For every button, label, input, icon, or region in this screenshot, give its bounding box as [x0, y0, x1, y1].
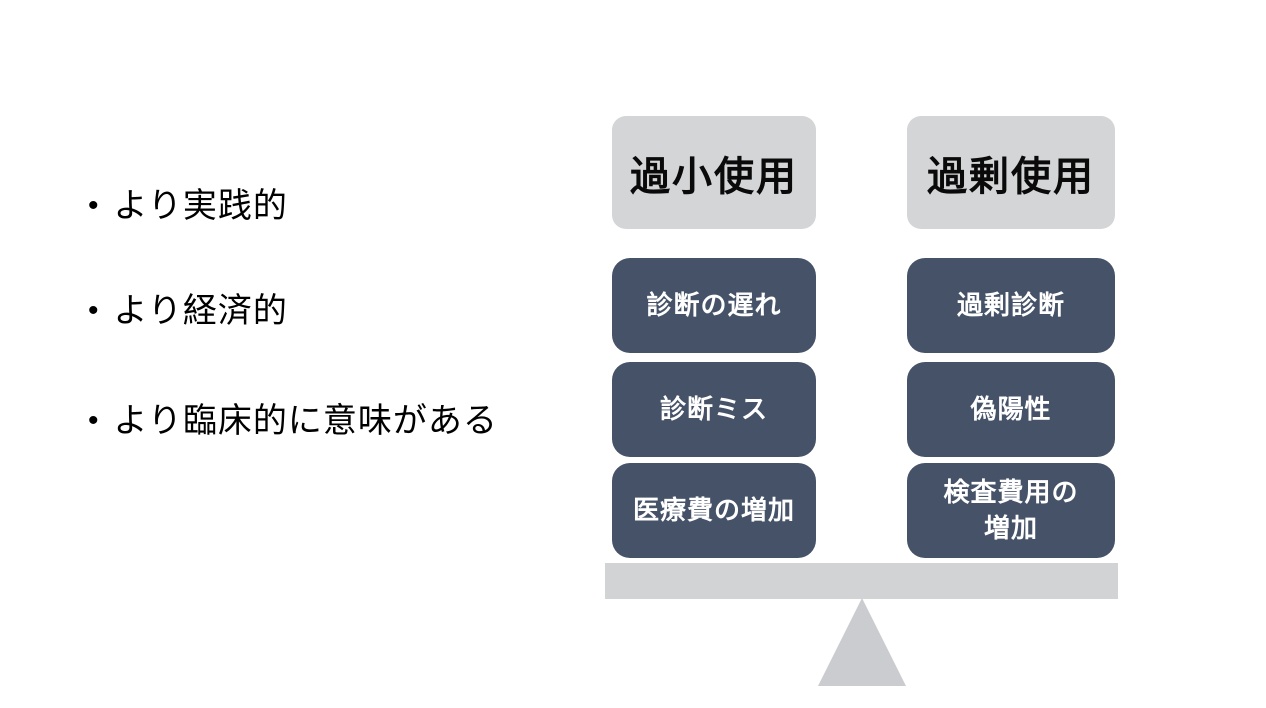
- bullet-label: より経済的: [113, 292, 288, 330]
- item-label: 医療費の増加: [632, 494, 795, 525]
- fulcrum-triangle-icon: [818, 598, 906, 686]
- balance-beam: [605, 563, 1118, 599]
- overuse-header-label: 過剰使用: [927, 154, 1095, 199]
- underuse-box-misdiagnosis: 診断ミス: [612, 362, 816, 457]
- underuse-box-delayed-diagnosis: 診断の遅れ: [612, 258, 816, 353]
- item-label: 診断ミス: [659, 393, 768, 424]
- bullet-dot-icon: •: [88, 189, 100, 222]
- item-label: 診断の遅れ: [646, 289, 782, 320]
- overuse-header-box: 過剰使用: [907, 116, 1115, 229]
- underuse-header-box: 過小使用: [612, 116, 816, 229]
- bullet-item-clinically-meaningful: • より臨床的に意味がある: [88, 399, 498, 443]
- overuse-box-false-positive: 偽陽性: [907, 362, 1115, 457]
- bullet-label: より臨床的に意味がある: [113, 402, 498, 440]
- bullet-item-economical: • より経済的: [88, 289, 288, 333]
- item-label: 偽陽性: [970, 393, 1052, 424]
- underuse-box-increased-medical-cost: 医療費の増加: [612, 463, 816, 558]
- overuse-box-increased-test-cost: 検査費用の 増加: [907, 463, 1115, 558]
- item-label: 過剰診断: [956, 289, 1065, 320]
- bullet-label: より実践的: [113, 187, 288, 225]
- item-label: 検査費用の 増加: [943, 477, 1079, 543]
- overuse-box-overdiagnosis: 過剰診断: [907, 258, 1115, 353]
- bullet-item-practical: • より実践的: [88, 184, 288, 228]
- underuse-header-label: 過小使用: [630, 154, 798, 199]
- bullet-dot-icon: •: [88, 404, 100, 437]
- bullet-dot-icon: •: [88, 294, 100, 327]
